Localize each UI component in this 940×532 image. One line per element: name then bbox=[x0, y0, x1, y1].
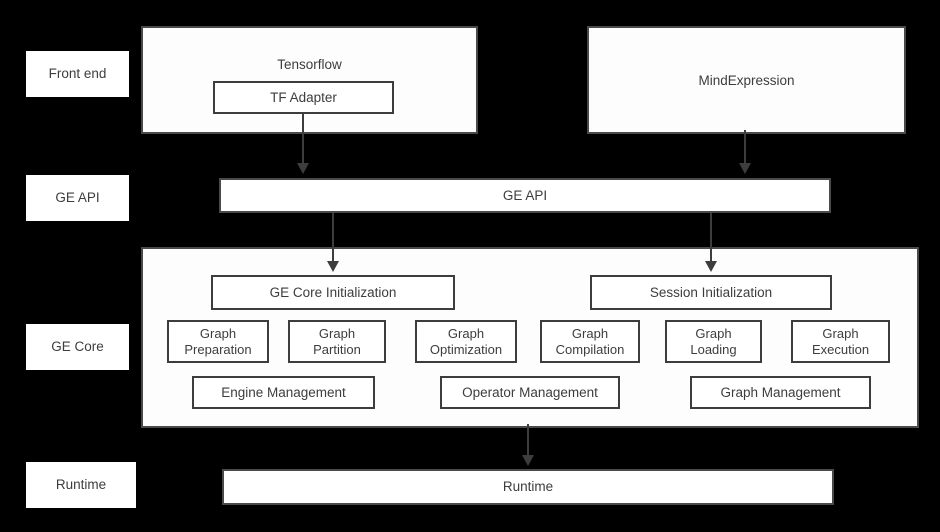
graph-management-node[interactable]: Graph Management bbox=[690, 376, 871, 409]
edge-ge-api-to-ge-core-init-arrowhead bbox=[327, 261, 339, 272]
lane-label-front-end: Front end bbox=[26, 51, 129, 97]
graph-compilation-node[interactable]: Graph Compilation bbox=[540, 320, 640, 363]
runtime-bar[interactable]: Runtime bbox=[222, 469, 834, 505]
edge-tf-adapter-to-ge-api-line bbox=[302, 113, 304, 165]
operator-management-label: Operator Management bbox=[462, 384, 598, 400]
graph-partition-label: Graph Partition bbox=[313, 326, 361, 357]
tf-adapter-node[interactable]: TF Adapter bbox=[213, 81, 394, 114]
graph-preparation-node[interactable]: Graph Preparation bbox=[167, 320, 269, 363]
ge-core-initialization-label: GE Core Initialization bbox=[269, 284, 397, 300]
lane-label-ge-api: GE API bbox=[26, 175, 129, 221]
lane-label-runtime: Runtime bbox=[26, 462, 136, 508]
edge-tf-adapter-to-ge-api-arrowhead bbox=[297, 163, 309, 174]
lane-label-front-end-text: Front end bbox=[48, 66, 107, 82]
engine-management-node[interactable]: Engine Management bbox=[192, 376, 375, 409]
graph-compilation-label: Graph Compilation bbox=[555, 326, 625, 357]
tensorflow-container[interactable]: Tensorflow bbox=[141, 26, 478, 134]
graph-loading-node[interactable]: Graph Loading bbox=[665, 320, 762, 363]
graph-optimization-node[interactable]: Graph Optimization bbox=[415, 320, 517, 363]
operator-management-node[interactable]: Operator Management bbox=[440, 376, 620, 409]
graph-management-label: Graph Management bbox=[720, 384, 841, 400]
session-initialization-node[interactable]: Session Initialization bbox=[590, 275, 832, 310]
tf-adapter-label: TF Adapter bbox=[270, 89, 337, 105]
graph-loading-label: Graph Loading bbox=[690, 326, 737, 357]
lane-label-runtime-text: Runtime bbox=[55, 477, 107, 493]
runtime-bar-label: Runtime bbox=[502, 479, 554, 495]
edge-ge-api-to-session-init-line bbox=[710, 213, 712, 263]
lane-label-ge-api-text: GE API bbox=[55, 190, 100, 206]
session-initialization-label: Session Initialization bbox=[649, 284, 773, 300]
graph-execution-node[interactable]: Graph Execution bbox=[791, 320, 890, 363]
edge-ge-api-to-session-init-arrowhead bbox=[705, 261, 717, 272]
graph-optimization-label: Graph Optimization bbox=[429, 326, 503, 357]
edge-ge-core-to-runtime-line bbox=[527, 424, 529, 457]
graph-execution-label: Graph Execution bbox=[811, 326, 870, 357]
ge-api-bar[interactable]: GE API bbox=[219, 178, 831, 213]
edge-ge-core-to-runtime-arrowhead bbox=[522, 455, 534, 466]
graph-preparation-label: Graph Preparation bbox=[184, 326, 252, 357]
ge-api-bar-label: GE API bbox=[502, 187, 548, 203]
mindexpression-container[interactable]: MindExpression bbox=[587, 26, 906, 134]
tensorflow-title: Tensorflow bbox=[277, 57, 342, 72]
edge-mindexpression-to-ge-api-line bbox=[744, 130, 746, 165]
engine-management-label: Engine Management bbox=[221, 384, 346, 400]
edge-ge-api-to-ge-core-init-line bbox=[332, 213, 334, 263]
ge-core-initialization-node[interactable]: GE Core Initialization bbox=[211, 275, 455, 310]
graph-partition-node[interactable]: Graph Partition bbox=[288, 320, 386, 363]
mindexpression-title: MindExpression bbox=[698, 73, 795, 88]
lane-label-ge-core-text: GE Core bbox=[51, 339, 104, 355]
edge-mindexpression-to-ge-api-arrowhead bbox=[739, 163, 751, 174]
lane-label-ge-core: GE Core bbox=[26, 324, 129, 370]
